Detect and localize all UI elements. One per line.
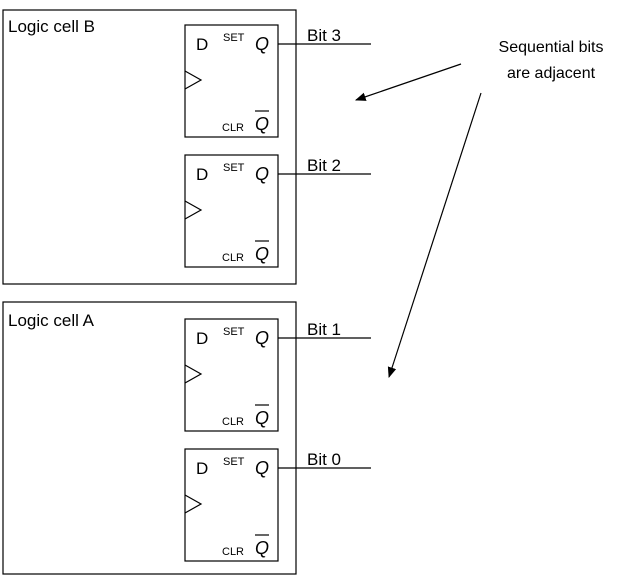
annotation-line-2: are adjacent <box>507 65 596 82</box>
logic-cell-b-title: Logic cell B <box>8 17 95 36</box>
d-pin-label: D <box>196 165 208 184</box>
qbar-output-label: Q <box>255 538 269 558</box>
flip-flop-body <box>184 24 279 138</box>
d-pin-label: D <box>196 459 208 478</box>
logic-cell-a-border <box>2 301 297 575</box>
annotation: Sequential bits are adjacent <box>354 39 604 379</box>
flip-flop-bit-3: D SET Q CLR Q Bit 3 <box>184 24 371 138</box>
qbar-output-label: Q <box>255 114 269 134</box>
clr-pin-label: CLR <box>222 252 244 264</box>
flip-flop-bit-0: D SET Q CLR Q Bit 0 <box>184 448 371 562</box>
clock-input-triangle <box>184 200 203 220</box>
set-pin-label: SET <box>223 326 245 338</box>
clr-pin-label: CLR <box>222 546 244 558</box>
bit-label: Bit 2 <box>307 156 341 175</box>
logic-cell-b-border <box>2 9 297 285</box>
clr-pin-label: CLR <box>222 416 244 428</box>
bit-label: Bit 3 <box>307 26 341 45</box>
clock-input-triangle <box>184 494 203 514</box>
clock-input-triangle <box>184 70 203 90</box>
q-output-label: Q <box>255 328 269 348</box>
logic-cell-a: Logic cell A <box>2 301 297 575</box>
flip-flop-body <box>184 318 279 432</box>
clr-pin-label: CLR <box>222 122 244 134</box>
q-output-label: Q <box>255 34 269 54</box>
flip-flop-body <box>184 154 279 268</box>
q-output-label: Q <box>255 458 269 478</box>
bit-label: Bit 0 <box>307 450 341 469</box>
flip-flop-bit-1: D SET Q CLR Q Bit 1 <box>184 318 371 432</box>
bit-label: Bit 1 <box>307 320 341 339</box>
qbar-output-label: Q <box>255 408 269 428</box>
logic-cell-b: Logic cell B <box>2 9 297 285</box>
set-pin-label: SET <box>223 456 245 468</box>
qbar-output-label: Q <box>255 244 269 264</box>
arrow-to-logic-cell-b <box>354 63 462 101</box>
q-output-label: Q <box>255 164 269 184</box>
logic-cell-a-title: Logic cell A <box>8 311 95 330</box>
annotation-line-1: Sequential bits <box>499 39 604 56</box>
flip-flop-bit-2: D SET Q CLR Q Bit 2 <box>184 154 371 268</box>
d-pin-label: D <box>196 329 208 348</box>
clock-input-triangle <box>184 364 203 384</box>
arrow-to-logic-cell-a <box>387 92 482 379</box>
set-pin-label: SET <box>223 32 245 44</box>
set-pin-label: SET <box>223 162 245 174</box>
flip-flop-body <box>184 448 279 562</box>
d-pin-label: D <box>196 35 208 54</box>
